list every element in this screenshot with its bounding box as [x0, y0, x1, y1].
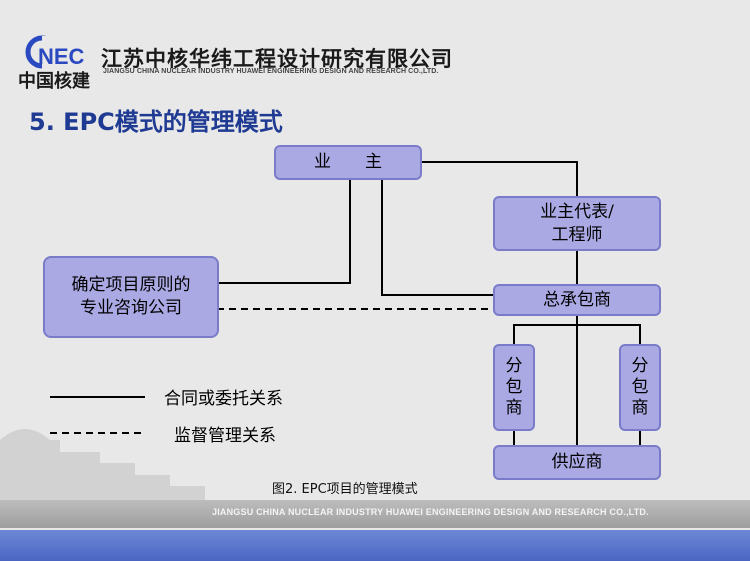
node-subcontractor-left-label: 分 包 商: [505, 355, 523, 419]
node-subcontractor-right-label: 分 包 商: [631, 355, 649, 419]
logo-mark: NEC: [38, 44, 85, 69]
node-owner-representative: 业主代表/ 工程师: [493, 196, 661, 251]
node-owner-rep-line2: 工程师: [551, 224, 603, 245]
node-subcontractor-right: 分 包 商: [619, 344, 661, 431]
logo-text: 中国核建: [18, 71, 90, 92]
legend-contract-label: 合同或委托关系: [164, 389, 283, 409]
company-name-cn: 江苏中核华纬工程设计研究有限公司: [101, 47, 453, 71]
company-name-en: JIANGSU CHINA NUCLEAR INDUSTRY HUAWEI EN…: [103, 68, 439, 75]
node-general-contractor-label: 总承包商: [543, 289, 611, 310]
node-owner: 业 主: [274, 145, 422, 180]
line-contractor-to-subs: [513, 324, 641, 345]
node-owner-rep-line1: 业主代表/: [540, 201, 614, 222]
node-consultant-line2: 专业咨询公司: [80, 298, 182, 318]
figure-caption: 图2. EPC项目的管理模式: [272, 482, 418, 497]
line-owner-to-rep: [421, 161, 578, 197]
node-supplier: 供应商: [493, 445, 661, 480]
bottom-band: [0, 530, 750, 561]
line-owner-to-consultant: [217, 178, 351, 284]
node-consultant: 确定项目原则的 专业咨询公司: [43, 256, 219, 338]
node-consultant-line1: 确定项目原则的: [71, 275, 191, 296]
slide-title: 5. EPC模式的管理模式: [29, 108, 283, 136]
footer-company-en: JIANGSU CHINA NUCLEAR INDUSTRY HUAWEI EN…: [212, 507, 649, 517]
line-owner-to-contractor: [381, 178, 493, 296]
node-general-contractor: 总承包商: [493, 284, 661, 316]
legend-supervision-label: 监督管理关系: [174, 426, 276, 446]
node-owner-label: 业 主: [314, 152, 382, 173]
node-supplier-label: 供应商: [551, 452, 603, 473]
node-subcontractor-left: 分 包 商: [493, 344, 535, 431]
footer-bar: [0, 500, 750, 528]
nec-logo-icon: NEC: [25, 35, 92, 70]
